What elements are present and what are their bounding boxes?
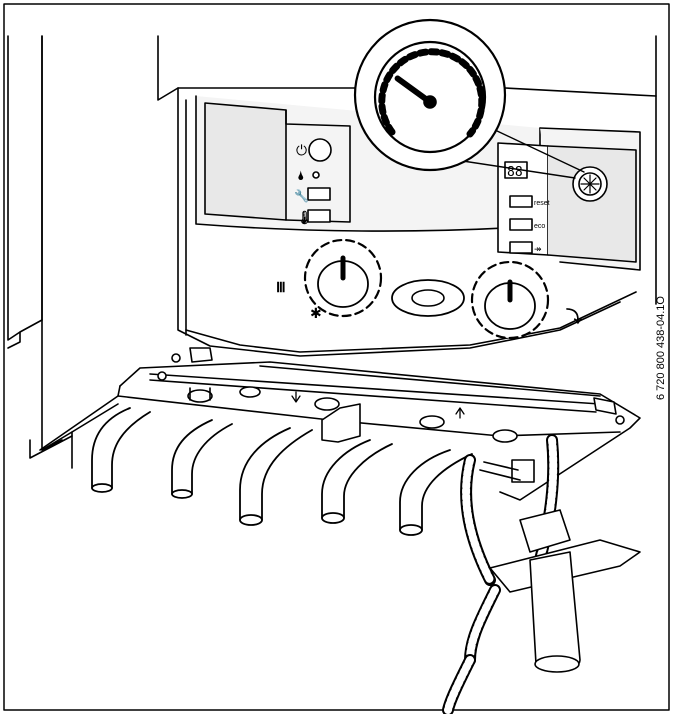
- service-button[interactable]: [307, 187, 331, 201]
- reset-button[interactable]: [509, 195, 533, 208]
- power-icon: ⏻: [296, 142, 307, 158]
- eco-label: eco: [534, 223, 545, 230]
- hot-water-knob[interactable]: 1 2 3 4 e 6 min max: [470, 251, 552, 346]
- boiler-housing: [157, 35, 657, 357]
- right-panel-controls: 88 reset eco ↠: [504, 161, 608, 254]
- gauge-hub: [423, 95, 437, 109]
- thermometer-icon: 🌡: [296, 210, 313, 225]
- figure-frame: [3, 3, 670, 711]
- valves: [187, 386, 518, 443]
- pipes: [91, 407, 473, 536]
- burner-indicator: [312, 171, 320, 179]
- siphon-assembly: [442, 434, 641, 714]
- heating-knob[interactable]: 1 2 3 4 5 6 max ✱: [303, 233, 389, 322]
- gauge-callout: 0 1 2 3 4 bar: [353, 18, 585, 179]
- eco-button[interactable]: [509, 218, 533, 231]
- center-emblem: [391, 279, 465, 317]
- reset-label: reset: [534, 200, 550, 207]
- frost-icon: ✱: [310, 305, 322, 321]
- radiator-icon: Ⅲ: [276, 279, 286, 295]
- chimney-button[interactable]: [509, 241, 533, 254]
- tap-icon: ⤵: [566, 307, 583, 326]
- arrow-icon: ↠: [534, 244, 542, 254]
- wrench-icon: 🔧: [294, 188, 309, 203]
- chimney-sweep-button[interactable]: [307, 209, 331, 223]
- flame-icon: 🌢: [297, 168, 305, 183]
- power-button[interactable]: [308, 138, 332, 162]
- digital-display: [504, 161, 528, 179]
- left-casing: [7, 35, 73, 469]
- figure-id: 6 720 800 438-04.1O: [655, 296, 667, 400]
- left-panel-controls: ⏻ 🌢 🔧 🌡: [294, 138, 332, 225]
- display-value: 88: [507, 165, 523, 180]
- water-max-label: max: [538, 339, 552, 346]
